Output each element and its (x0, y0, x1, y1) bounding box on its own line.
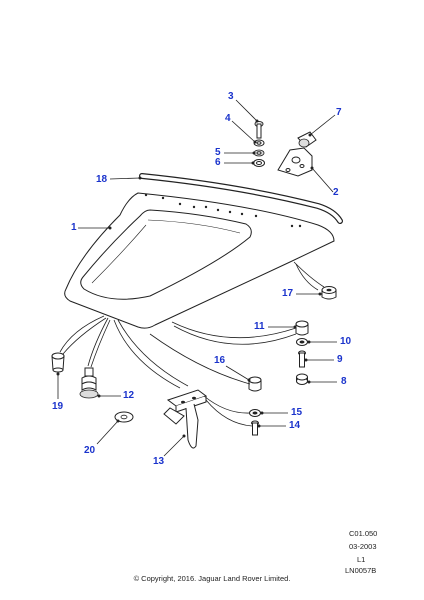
callout-20: 20 (84, 445, 96, 456)
clip (297, 131, 317, 148)
meta-level: L1 (357, 555, 366, 564)
callout-11: 11 (254, 321, 265, 332)
washer-plain (114, 411, 134, 423)
washer-small (253, 139, 265, 147)
callout-7: 7 (336, 107, 342, 118)
meta-date: 03-2003 (349, 542, 377, 551)
plug (51, 352, 65, 373)
bonnet-catch (163, 389, 208, 449)
screw (254, 121, 264, 139)
callout-10: 10 (340, 336, 352, 347)
callout-4: 4 (225, 113, 231, 124)
callout-5: 5 (215, 147, 221, 158)
callout-2: 2 (333, 187, 339, 198)
buffer-rubber (295, 320, 309, 336)
bush (248, 376, 262, 392)
hinge-bracket (277, 147, 313, 177)
callout-19: 19 (52, 401, 64, 412)
callout-15: 15 (291, 407, 303, 418)
screw-catch (251, 420, 259, 436)
callout-14: 14 (289, 420, 301, 431)
stop-rubber (321, 286, 337, 300)
callout-17: 17 (282, 288, 294, 299)
callout-18: 18 (96, 174, 108, 185)
callout-12: 12 (123, 390, 135, 401)
washer-catch (249, 409, 261, 417)
nut-flanged (296, 373, 308, 385)
assembly-lines (59, 315, 297, 427)
spring-buffer (79, 367, 99, 399)
bonnet-panel (64, 192, 335, 329)
callout-16: 16 (214, 355, 226, 366)
leader-lines (56, 99, 337, 457)
callout-6: 6 (215, 157, 221, 168)
callout-1: 1 (71, 222, 77, 233)
meta-code: C01.050 (349, 529, 378, 538)
washer (296, 338, 308, 346)
bolt (298, 350, 306, 368)
callout-9: 9 (337, 354, 343, 365)
copyright-notice: © Copyright, 2016. Jaguar Land Rover Lim… (133, 574, 291, 583)
seal-strip (139, 173, 343, 224)
callout-13: 13 (153, 456, 165, 467)
meta-ref: LN0057B (345, 566, 377, 575)
nut (253, 159, 265, 167)
callout-8: 8 (341, 376, 347, 387)
callout-3: 3 (228, 91, 234, 102)
